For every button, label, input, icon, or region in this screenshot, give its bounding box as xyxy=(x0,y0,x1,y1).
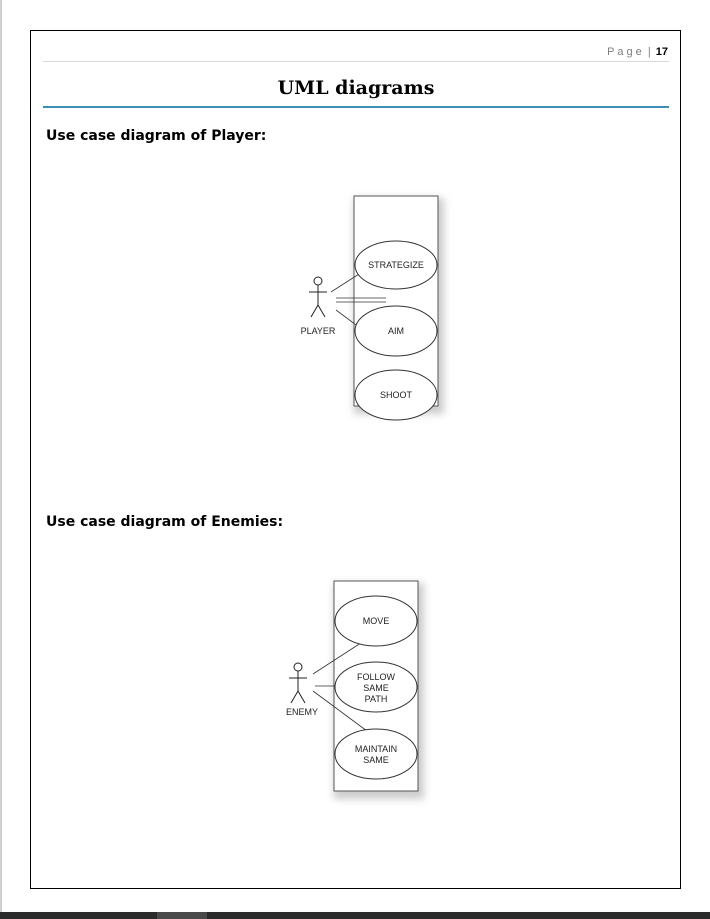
actor-head xyxy=(293,662,303,672)
viewer-left-edge xyxy=(0,0,2,912)
viewer-bottom-bar xyxy=(0,912,710,919)
heading-player-use-case: Use case diagram of Player: xyxy=(46,128,267,144)
page-separator: | xyxy=(647,46,651,58)
player-use-case-diagram: PLAYER STRATEGIZE AIM SHOOT xyxy=(301,195,444,421)
use-case-shoot: SHOOT xyxy=(354,369,438,421)
use-case-move: MOVE xyxy=(334,595,418,647)
actor-head xyxy=(313,276,323,286)
page-number: Page | 17 xyxy=(607,46,668,58)
actor-player: PLAYER xyxy=(301,276,336,336)
use-case-label: STRATEGIZE xyxy=(368,260,424,270)
page-word: Page xyxy=(607,46,645,58)
use-case-follow-same-path: FOLLOW SAME PATH xyxy=(334,661,418,713)
use-case-ellipse xyxy=(354,240,438,290)
use-case-label-line-2: SAME xyxy=(363,755,389,765)
use-case-aim: AIM xyxy=(354,305,438,357)
use-case-ellipse xyxy=(334,661,418,713)
use-case-label-line-2: SAME xyxy=(363,683,389,693)
use-case-label-line-3: PATH xyxy=(365,694,388,704)
page-title: UML diagrams xyxy=(277,77,435,99)
use-case-ellipse xyxy=(334,728,418,780)
actor-enemy: ENEMY xyxy=(286,662,318,717)
viewer-scroll-thumb[interactable] xyxy=(157,912,207,919)
use-case-maintain-same: MAINTAIN SAME xyxy=(334,728,418,780)
use-case-strategize: STRATEGIZE xyxy=(354,240,438,290)
actor-label: PLAYER xyxy=(301,326,336,336)
document-page: Page | 17 UML diagrams Use case diagram … xyxy=(30,30,681,889)
actor-label: ENEMY xyxy=(286,707,318,717)
use-case-label-line-1: FOLLOW xyxy=(357,672,396,682)
use-case-ellipse xyxy=(334,595,418,647)
header-rule xyxy=(43,61,669,62)
actor-left-leg xyxy=(310,304,319,318)
association-maintain xyxy=(312,690,368,732)
actor-right-leg xyxy=(317,304,326,318)
enemies-use-case-diagram: ENEMY MOVE FOLLOW SAME PATH MAINTAIN SAM… xyxy=(286,580,424,799)
page-number-value: 17 xyxy=(655,46,668,58)
use-case-label: MOVE xyxy=(363,616,390,626)
heading-enemies-use-case: Use case diagram of Enemies: xyxy=(46,514,284,530)
use-case-ellipse xyxy=(354,369,438,421)
use-case-ellipse xyxy=(354,305,438,357)
actor-right-leg xyxy=(297,690,306,704)
association-move xyxy=(312,638,368,675)
use-case-label: SHOOT xyxy=(380,390,413,400)
actor-left-leg xyxy=(290,690,299,704)
use-case-label-line-1: MAINTAIN xyxy=(355,744,397,754)
title-rule xyxy=(43,106,669,108)
use-case-label: AIM xyxy=(388,326,404,336)
